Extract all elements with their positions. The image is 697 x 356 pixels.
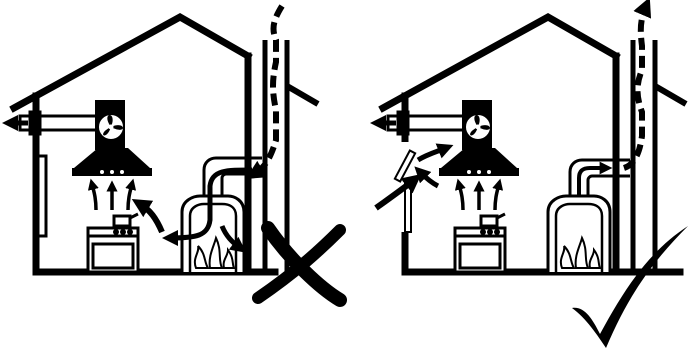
air-flow-arrow bbox=[414, 166, 440, 189]
cooker bbox=[86, 212, 140, 274]
extractor-fan bbox=[462, 100, 492, 150]
fireplace bbox=[180, 156, 262, 272]
window-vent bbox=[36, 154, 48, 238]
range-hood bbox=[72, 148, 152, 176]
air-flow-arrow bbox=[416, 143, 454, 163]
air-flow-arrow bbox=[577, 161, 613, 196]
check-mark bbox=[572, 226, 688, 348]
air-flow-arrow bbox=[161, 167, 253, 246]
air-flow-arrow bbox=[87, 178, 137, 211]
air-flow-arrow bbox=[131, 199, 165, 234]
chimney bbox=[630, 40, 688, 272]
air-flow-arrow bbox=[374, 174, 422, 211]
panel-incorrect bbox=[1, 4, 347, 307]
cross-mark bbox=[252, 221, 347, 307]
range-hood bbox=[439, 148, 519, 176]
air-flow-arrow bbox=[454, 178, 504, 211]
extractor-fan bbox=[95, 100, 125, 150]
down-draft-arrow bbox=[245, 4, 285, 179]
panel-correct bbox=[369, 0, 688, 348]
up-draft-arrow bbox=[622, 0, 652, 171]
air-flow-arrow bbox=[219, 225, 247, 253]
cooker bbox=[453, 212, 507, 274]
fireplace bbox=[546, 158, 630, 272]
